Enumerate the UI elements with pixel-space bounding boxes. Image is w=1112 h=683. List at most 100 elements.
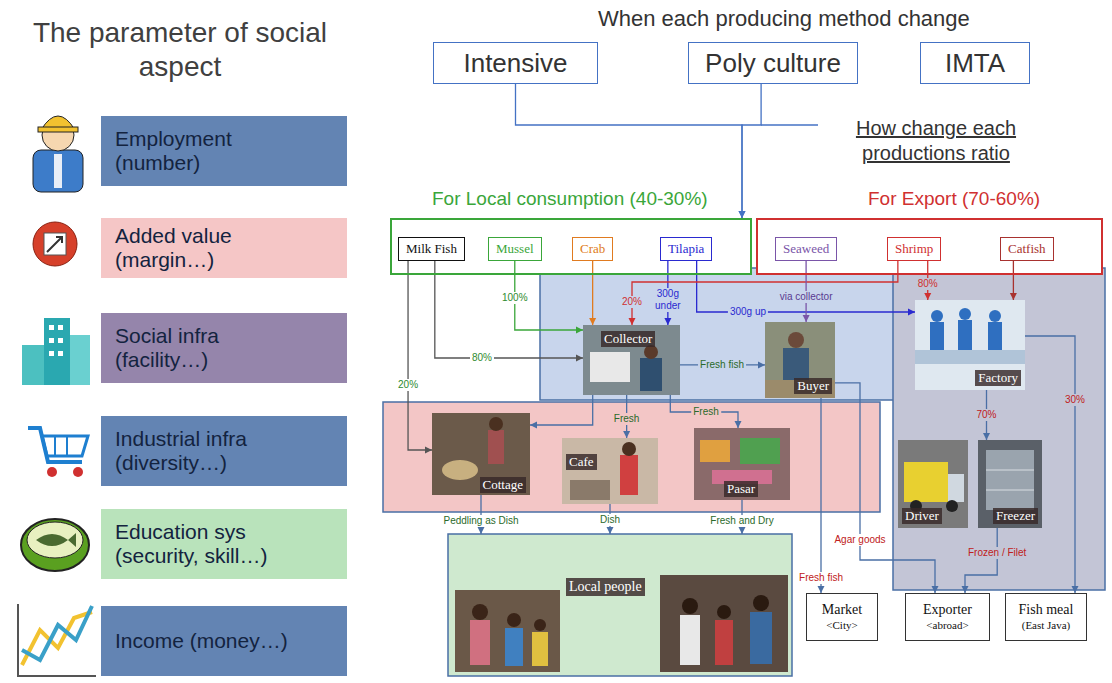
arrow-head: [425, 447, 432, 454]
arrow-head: [576, 355, 583, 362]
connector: [589, 261, 596, 325]
connector-line: [632, 261, 898, 325]
parameter-box: Income (money…): [100, 605, 348, 677]
destination-box: Fish meal(East Java): [1005, 593, 1087, 641]
edge-label: 300g under: [651, 288, 685, 312]
actor-photo: Factory: [915, 300, 1025, 390]
connector-line: [530, 395, 593, 425]
connector-line: [592, 261, 593, 325]
method-box: IMTA: [920, 42, 1030, 84]
parameter-text: Social infra (facility…): [115, 324, 305, 372]
destination-text: (East Java): [1022, 619, 1071, 633]
destination-text: Fish meal: [1019, 601, 1074, 619]
arrow-head: [739, 527, 746, 534]
photo-caption: Collector: [601, 331, 655, 347]
arrow-head: [629, 318, 636, 325]
destination-text: Exporter: [923, 601, 972, 619]
photo-caption: Pasar: [724, 481, 758, 497]
edge-label: Frozen / Filet: [966, 547, 1028, 559]
connector: [739, 84, 762, 218]
arrow-head: [908, 309, 915, 316]
edge-label: 300g up: [728, 306, 768, 318]
note-label: How change each productions ratio: [826, 116, 1046, 166]
parameter-box: Industrial infra (diversity…): [100, 415, 348, 487]
edge-label: Fresh: [612, 413, 642, 425]
photo-caption: Driver: [902, 508, 942, 524]
arrow-head: [983, 433, 990, 440]
edge-label: via collector: [778, 291, 835, 303]
connector-line: [965, 528, 997, 593]
photo-caption: Cafe: [566, 454, 597, 470]
connector: [530, 395, 593, 429]
method-text: IMTA: [945, 48, 1005, 79]
edge-label: 70%: [974, 409, 998, 421]
arrow-head: [530, 422, 537, 429]
connector: [408, 261, 432, 454]
method-box: Intensive: [433, 42, 598, 84]
arrow-head: [758, 361, 765, 368]
parameter-box: Added value (margin…): [100, 217, 348, 279]
building-icon: [22, 318, 90, 385]
photo-caption: Freezer: [993, 508, 1038, 524]
group-heading: For Local consumption (40-30%): [432, 188, 708, 210]
arrow-head: [924, 293, 931, 300]
freezer-photo: [978, 440, 1042, 528]
factory-photo: [915, 300, 1025, 390]
arrow-head: [607, 527, 614, 534]
connector-line: [1025, 336, 1075, 593]
arrow-head: [962, 586, 969, 593]
method-text: Intensive: [463, 48, 567, 79]
connector-line: [408, 261, 432, 450]
connector-line: [435, 261, 583, 358]
species-text: Crab: [580, 241, 605, 257]
actor-photo: Collector: [583, 325, 680, 395]
edge-label: Fresh fish: [698, 359, 746, 371]
actor-photo: Pasar: [694, 428, 790, 500]
leader-line: [761, 124, 818, 126]
connector: [835, 383, 939, 593]
edge-label: Peddling as Dish: [441, 515, 520, 527]
connector: [962, 528, 998, 593]
species-box: Mussel: [488, 237, 542, 261]
page-title: The parameter of social aspect: [20, 16, 340, 83]
edge-label: 20%: [396, 379, 420, 391]
actor-photo: Cafe: [562, 438, 658, 504]
people-photo: [455, 590, 560, 672]
connector: [435, 261, 583, 362]
trend-icon: [18, 604, 96, 676]
parameter-text: Employment (number): [115, 127, 305, 175]
connector: [1025, 336, 1079, 593]
parameter-text: Added value (margin…): [115, 224, 305, 272]
species-text: Shrimp: [895, 241, 933, 257]
destination-box: Exporter<abroad>: [905, 593, 990, 641]
method-text: Poly culture: [705, 48, 841, 79]
parameter-box: Social infra (facility…): [100, 312, 348, 384]
buyer-photo: [765, 322, 835, 398]
arrow-head: [803, 315, 810, 322]
market-group: For Export (70-60%)SeaweedShrimpCatfish: [756, 218, 1103, 275]
people-photo: [660, 575, 788, 672]
species-text: Tilapia: [668, 241, 704, 257]
destination-box: Market<City>: [806, 593, 878, 641]
species-text: Seaweed: [783, 241, 829, 257]
edge-label: 30%: [1063, 394, 1087, 406]
actor-photo: Buyer: [765, 322, 835, 398]
destination-text: Market: [822, 601, 862, 619]
connector-line: [742, 84, 761, 218]
truck-photo: [898, 440, 968, 528]
arrow-head: [1072, 586, 1079, 593]
worker-icon: [33, 116, 83, 192]
arrow-head: [739, 211, 746, 218]
arrow-head: [739, 211, 746, 218]
parameter-box: Employment (number): [100, 115, 348, 187]
arrow-head: [664, 318, 671, 325]
arrow-head: [623, 431, 630, 438]
group-heading: For Export (70-60%): [868, 188, 1040, 210]
connector: [629, 261, 898, 325]
photo-caption: Factory: [975, 370, 1021, 386]
arrow-head: [1010, 293, 1017, 300]
arrow-head: [735, 421, 742, 428]
edge-label: Fresh fish: [797, 572, 845, 584]
edge-label: 100%: [500, 292, 530, 304]
